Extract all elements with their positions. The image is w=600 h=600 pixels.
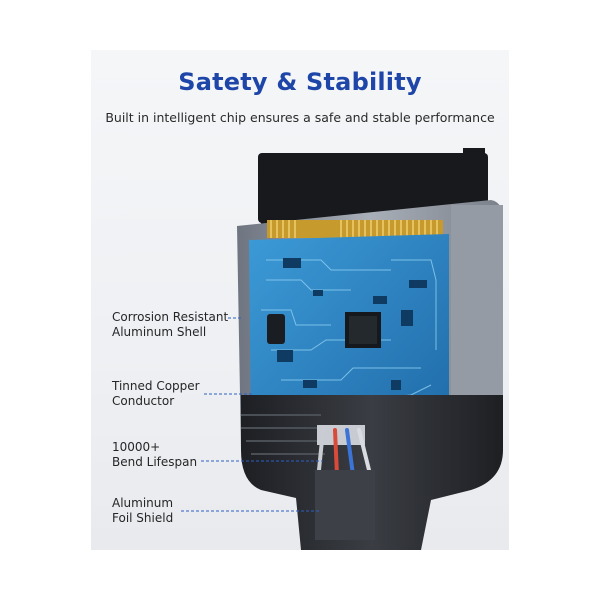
product-illustration: [181, 148, 503, 550]
callout-conductor-line2: Conductor: [112, 394, 175, 408]
callout-foil-line2: Foil Shield: [112, 511, 174, 525]
product-panel: Satety & Stability Built in intelligent …: [91, 50, 509, 550]
callout-lines: [181, 317, 323, 512]
controller-chip: [345, 312, 381, 348]
callout-bend-line2: Bend Lifespan: [112, 455, 198, 469]
callout-foil: Aluminum Foil Shield: [112, 496, 173, 526]
callout-bend-line1: 10000+: [112, 440, 161, 454]
exposed-wires: [315, 425, 375, 540]
callout-foil-line1: Aluminum: [112, 496, 174, 510]
callout-shell-line1: Corrosion Resistant: [112, 310, 229, 324]
callout-shell-line2: Aluminum Shell: [112, 325, 207, 339]
gold-contacts: [267, 220, 443, 238]
callout-conductor-line1: Tinned Copper: [112, 379, 200, 393]
callout-shell: Corrosion Resistant Aluminum Shell: [112, 310, 228, 340]
callout-conductor: Tinned Copper Conductor: [112, 379, 200, 409]
callout-bend: 10000+ Bend Lifespan: [112, 440, 197, 470]
subheadline: Built in intelligent chip ensures a safe…: [105, 110, 495, 125]
sata-connector: [258, 148, 488, 226]
circuit-board: [249, 234, 449, 442]
headline: Satety & Stability: [178, 68, 422, 96]
